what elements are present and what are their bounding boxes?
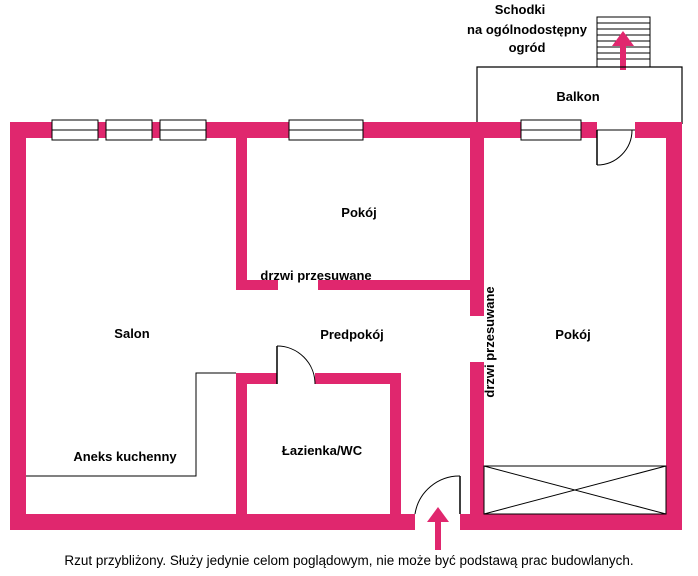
entrance-door — [414, 475, 461, 515]
stairs-label-line-1: Schodki — [495, 2, 546, 17]
sliding-door-v-label: drzwi przesuwane — [482, 286, 497, 397]
stairs-label-line-2: na ogólnodostępny — [467, 22, 588, 37]
stairs-label-line-3: ogród — [509, 40, 546, 55]
balcony-label: Balkon — [556, 89, 599, 104]
disclaimer-caption: Rzut przybliżony. Służy jedynie celom po… — [64, 553, 634, 568]
hall-label: Predpokój — [320, 327, 384, 342]
sliding-door-h-label: drzwi przesuwane — [260, 268, 371, 283]
walls — [10, 122, 682, 530]
wardrobe — [483, 465, 667, 515]
kitchen-label: Aneks kuchenny — [73, 449, 177, 464]
balcony — [476, 66, 683, 124]
floor-plan: Schodki na ogólnodostępny ogród Balkon P… — [10, 2, 683, 550]
bathroom-door — [276, 345, 316, 385]
entrance-arrow-icon — [427, 507, 449, 550]
salon-label: Salon — [114, 326, 149, 341]
balcony-door — [596, 118, 635, 166]
stairs-arrow-icon — [612, 31, 634, 70]
room-right-label: Pokój — [555, 327, 590, 342]
windows — [51, 119, 582, 141]
room-top-label: Pokój — [341, 205, 376, 220]
bathroom-label: Łazienka/WC — [282, 443, 363, 458]
kitchen-counter — [26, 372, 236, 477]
